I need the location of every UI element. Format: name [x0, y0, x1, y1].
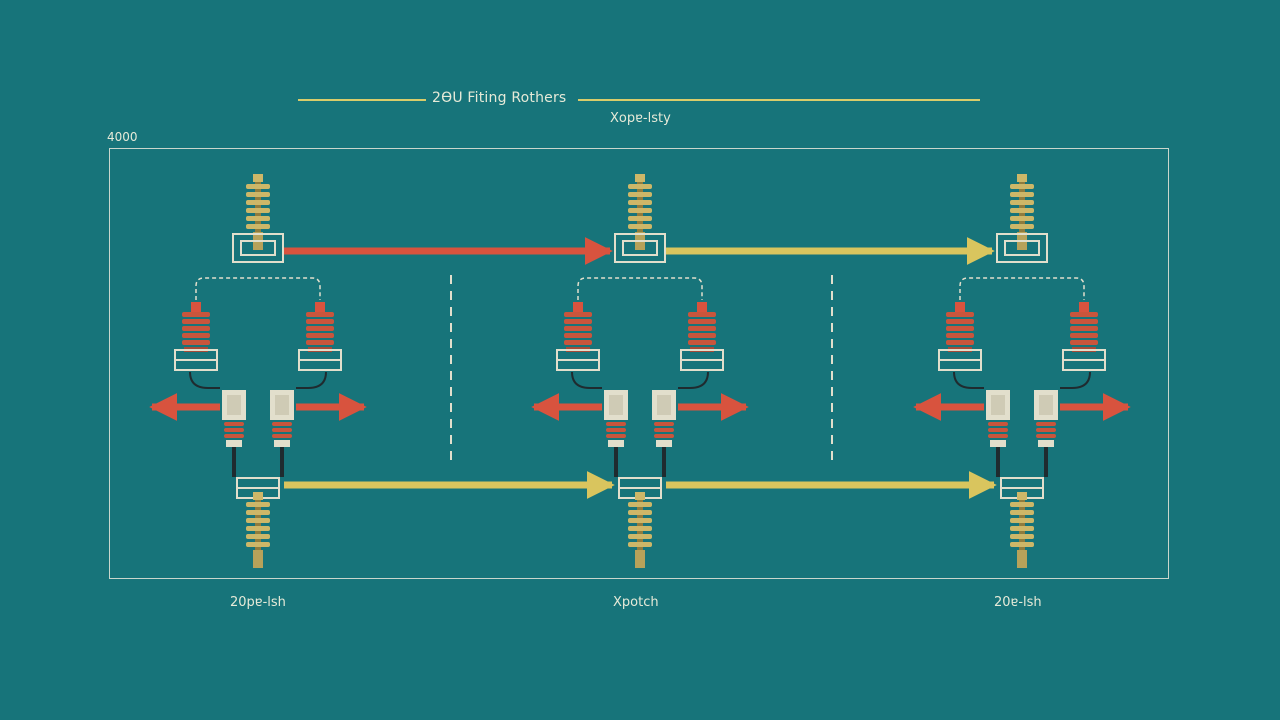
corner-label: 4000 — [107, 130, 138, 144]
footer-label-right: 20ɐ-lsh — [994, 595, 1042, 610]
page-subtitle: Xopɐ-lsty — [610, 111, 671, 126]
unit-right — [913, 174, 1131, 568]
page-title: 2ӨU Fiting Rothers — [432, 90, 567, 106]
title-rule-right — [578, 99, 980, 101]
footer-label-left: 20pɐ-lsh — [230, 595, 286, 610]
diagram-frame — [109, 148, 1169, 579]
title-rule-left — [298, 99, 426, 101]
title-row: 2ӨU Fiting Rothers — [0, 88, 1280, 112]
unit-middle — [531, 174, 749, 568]
unit-left — [149, 174, 367, 568]
footer-label-middle: Xpotch — [613, 595, 659, 610]
